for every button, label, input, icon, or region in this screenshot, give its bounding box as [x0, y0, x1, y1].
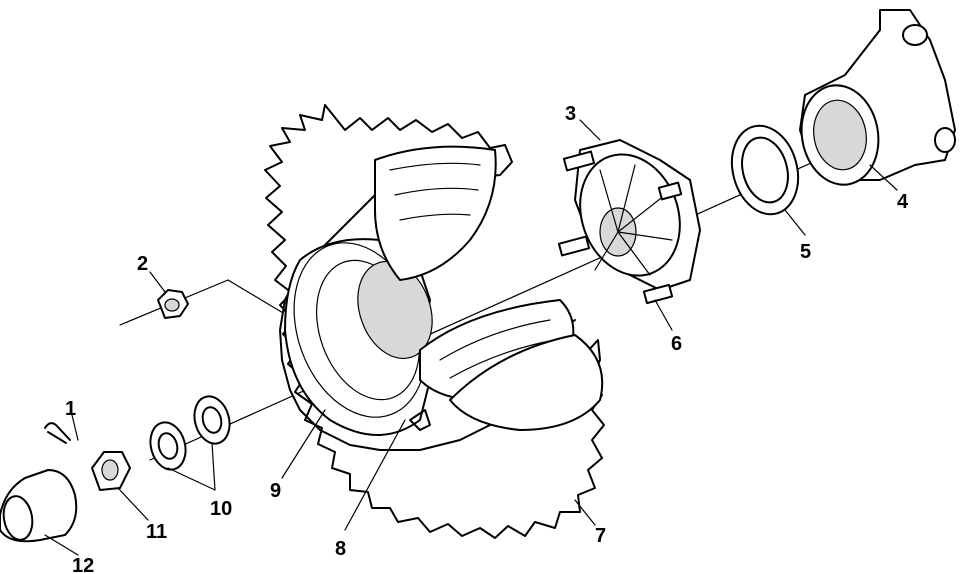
cotter-pin: [44, 422, 71, 444]
callout-numbers: 1 2 3 4 5 6 7 8 9 10 11 12: [65, 103, 909, 574]
hub-cap: [0, 469, 78, 543]
callout-4: 4: [897, 191, 909, 213]
callout-6: 6: [671, 333, 682, 355]
castle-nut: [91, 451, 131, 491]
callout-2: 2: [137, 253, 148, 275]
washers: [149, 395, 231, 471]
callout-11: 11: [146, 521, 167, 543]
wheel-hub: [557, 139, 701, 305]
callout-7: 7: [595, 525, 606, 547]
wheel-stud: [557, 150, 683, 305]
axle-centerline: [149, 149, 841, 461]
callout-3: 3: [565, 103, 576, 125]
wheel-rim: [284, 145, 604, 436]
leader-lines: [44, 119, 898, 556]
callout-10: 10: [210, 498, 232, 520]
callout-5: 5: [800, 241, 811, 263]
callout-9: 9: [270, 480, 281, 502]
callout-8: 8: [335, 538, 346, 560]
callout-12: 12: [72, 555, 94, 574]
callout-1: 1: [65, 398, 76, 420]
bearing-carrier: [799, 9, 956, 186]
snap-ring: [730, 124, 800, 216]
flange-nut: [157, 289, 189, 319]
